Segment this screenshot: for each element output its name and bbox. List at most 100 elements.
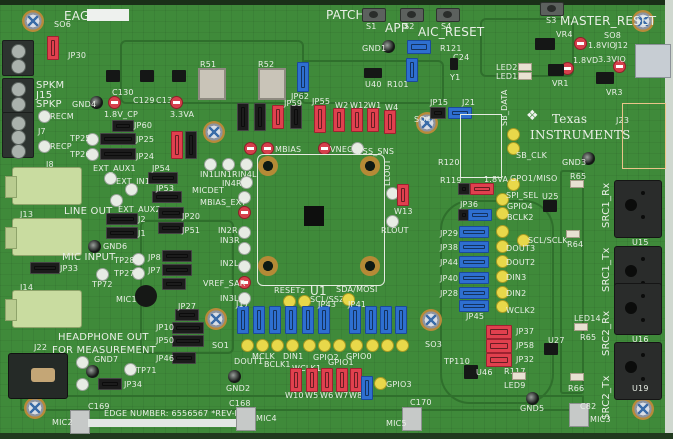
jumper-jp51[interactable]	[158, 222, 184, 234]
gnd6-post[interactable]	[88, 240, 101, 253]
mclk-testpoint[interactable]	[256, 339, 269, 352]
sb-clk-testpoint[interactable]	[507, 142, 520, 155]
gpio2-testpoint[interactable]	[318, 339, 331, 352]
gnd4-post[interactable]	[90, 96, 103, 109]
hpl-testpoint[interactable]	[76, 378, 89, 391]
audio-jack-j13[interactable]	[5, 218, 82, 256]
tp72-testpoint[interactable]	[96, 268, 109, 281]
jumper-1v8va-left[interactable]	[458, 183, 470, 195]
jumper-jp20[interactable]	[158, 207, 184, 219]
jumper-jp29[interactable]	[459, 226, 489, 238]
dout3-testpoint[interactable]	[496, 240, 509, 253]
jumper-jp41[interactable]	[349, 306, 361, 334]
testpoint[interactable]	[496, 225, 509, 238]
ext-in1r-testpoint[interactable]	[125, 183, 138, 196]
din3-testpoint[interactable]	[496, 270, 509, 283]
vref-sar-testpoint[interactable]	[238, 276, 251, 289]
jumper-w2[interactable]	[333, 108, 345, 132]
tp26-testpoint[interactable]	[86, 148, 99, 161]
gnd1-post[interactable]	[382, 40, 395, 53]
jumper-jp46[interactable]	[172, 352, 196, 364]
bclk2-testpoint[interactable]	[496, 207, 509, 220]
jumper-jp30b[interactable]	[162, 278, 186, 290]
optical-rx-u15[interactable]	[614, 180, 662, 238]
testpoint[interactable]	[381, 339, 394, 352]
jumper[interactable]	[272, 105, 284, 129]
vneg-testpoint[interactable]	[318, 142, 331, 155]
jumper-j21[interactable]	[448, 107, 472, 119]
rec-terminal-block[interactable]	[2, 112, 34, 159]
jumper-w6[interactable]	[321, 368, 333, 392]
speaker-terminal-block[interactable]	[2, 40, 34, 76]
jumper-jp49[interactable]	[361, 376, 373, 400]
jumper-jp-vertical[interactable]	[406, 58, 418, 82]
dout1-testpoint[interactable]	[241, 339, 254, 352]
jumper-j2[interactable]	[106, 213, 138, 225]
in4l-testpoint[interactable]	[240, 158, 253, 171]
patch-button[interactable]	[362, 8, 386, 22]
tp27-testpoint[interactable]	[132, 267, 145, 280]
tp25-testpoint[interactable]	[86, 133, 99, 146]
spi-sel-testpoint[interactable]	[496, 193, 509, 206]
jumper-jp32[interactable]	[486, 353, 512, 367]
jumper-jp30[interactable]	[47, 36, 59, 60]
jumper-jp47[interactable]	[380, 306, 392, 334]
jumper-jp36[interactable]	[468, 209, 492, 221]
aic-reset-button[interactable]	[436, 8, 460, 22]
in4r-testpoint[interactable]	[240, 176, 253, 189]
jumper-jp43[interactable]	[318, 306, 330, 334]
jumper-jp10[interactable]	[172, 322, 204, 334]
din1-testpoint[interactable]	[286, 339, 299, 352]
jumper-jp38[interactable]	[459, 241, 489, 253]
jumper-jp28[interactable]	[459, 287, 489, 299]
hpr-testpoint[interactable]	[76, 356, 89, 369]
in3l-testpoint[interactable]	[238, 292, 251, 305]
jumper-jp59[interactable]	[290, 105, 302, 129]
v33vio-testpoint[interactable]	[613, 60, 626, 73]
jumper-jp58[interactable]	[486, 339, 512, 353]
speaker-terminal-block[interactable]	[2, 78, 34, 114]
optical-tx-u19[interactable]	[614, 342, 662, 400]
jumper-jp27[interactable]	[175, 309, 199, 321]
din2-testpoint[interactable]	[496, 286, 509, 299]
jumper-w10[interactable]	[290, 368, 302, 392]
in3r-testpoint[interactable]	[238, 242, 251, 255]
wclk2-testpoint[interactable]	[496, 300, 509, 313]
usb-connector-j12[interactable]	[635, 44, 671, 78]
jumper-jp50[interactable]	[172, 335, 204, 347]
jumper-j17[interactable]	[237, 306, 249, 334]
wclk1-testpoint[interactable]	[303, 339, 316, 352]
jumper-w13[interactable]	[397, 184, 409, 206]
dout2-testpoint[interactable]	[496, 255, 509, 268]
v18cp-testpoint[interactable]	[108, 96, 121, 109]
jumper-w4[interactable]	[384, 110, 396, 134]
in2r-testpoint[interactable]	[238, 226, 251, 239]
gnd2-post[interactable]	[228, 370, 241, 383]
app-button[interactable]	[400, 8, 424, 22]
jumper-j16[interactable]	[285, 306, 297, 334]
testpoint[interactable]	[366, 339, 379, 352]
in1l-testpoint[interactable]	[204, 158, 217, 171]
jumper-jp55[interactable]	[314, 105, 326, 133]
jumper-jp57[interactable]	[171, 131, 183, 159]
jumper-jp40[interactable]	[459, 272, 489, 284]
recp-testpoint[interactable]	[38, 140, 51, 153]
jumper-jp54[interactable]	[148, 172, 178, 184]
jumper-jp33[interactable]	[30, 262, 60, 274]
jumper-jp31[interactable]	[395, 306, 407, 334]
gnd5-post[interactable]	[526, 392, 539, 405]
optical-rx-u16[interactable]	[614, 283, 662, 335]
jumper-j1[interactable]	[106, 227, 138, 239]
jumper-1v8va[interactable]	[470, 183, 494, 195]
jumper-jp60[interactable]	[112, 120, 134, 132]
scl-sclk-testpoint[interactable]	[517, 234, 530, 247]
micdet-testpoint[interactable]	[238, 191, 251, 204]
v18vio-testpoint[interactable]	[574, 37, 587, 50]
jumper-jp37[interactable]	[486, 325, 512, 339]
audio-jack-j8[interactable]	[5, 167, 82, 205]
jumper-w7[interactable]	[336, 368, 348, 392]
tp71-testpoint[interactable]	[124, 363, 137, 376]
in1r-testpoint[interactable]	[222, 158, 235, 171]
sda-mosi-testpoint[interactable]	[342, 293, 355, 306]
jumper-jp24[interactable]	[100, 148, 136, 160]
